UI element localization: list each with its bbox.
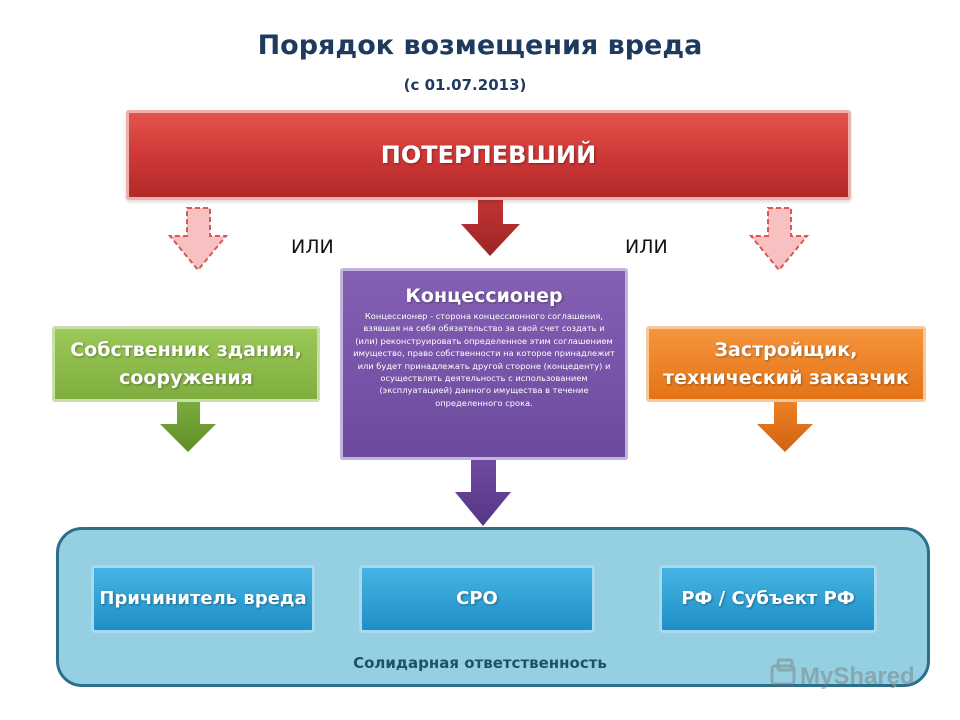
myshared-logo: MyShared (770, 658, 915, 690)
builder-arrow-icon (757, 400, 813, 452)
right-dashed-arrow-icon (748, 207, 810, 272)
solidary-responsibility-label: Солидарная ответственность (353, 654, 607, 672)
rf-subject-box: РФ / Субъект РФ (659, 565, 877, 633)
left-dashed-arrow-icon (167, 207, 229, 272)
concessionaire-title: Концессионер (405, 285, 563, 307)
or-label-right: ИЛИ (625, 236, 668, 258)
owner-box: Собственник здания, сооружения (52, 326, 320, 402)
concessionaire-box: Концессионер Концессионер - сторона конц… (340, 268, 628, 460)
concessionaire-arrow-icon (455, 458, 511, 526)
page-title: Порядок возмещения вреда (257, 30, 703, 61)
cause-of-harm-box: Причинитель вреда (91, 565, 315, 633)
svg-text:MyShared: MyShared (800, 663, 915, 690)
page-number: 3 (890, 680, 897, 691)
victim-box: ПОТЕРПЕВШИЙ (126, 110, 851, 200)
concessionaire-description: Концессионер - сторона концессионного со… (353, 311, 615, 408)
or-label-left: ИЛИ (291, 236, 334, 258)
center-red-arrow-icon (461, 198, 520, 256)
builder-box: Застройщик, технический заказчик (646, 326, 926, 402)
sro-box: СРО (359, 565, 595, 633)
owner-arrow-icon (160, 400, 216, 452)
page-subtitle: (с 01.07.2013) (403, 76, 527, 94)
